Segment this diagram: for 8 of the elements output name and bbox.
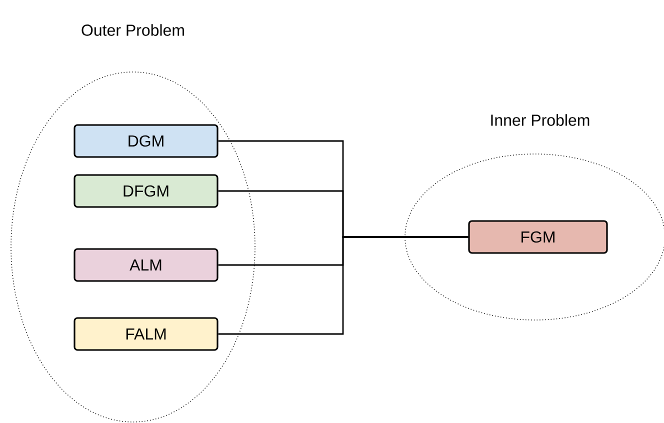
method-box: FGM (468, 220, 608, 254)
group-title: Inner Problem (491, 114, 590, 126)
method-box: FALM (74, 317, 218, 351)
method-box: DGM (74, 124, 218, 158)
method-box: DFGM (74, 174, 218, 208)
connector (218, 236, 468, 335)
group-title: Outer Problem (82, 24, 184, 36)
method-box: ALM (74, 248, 218, 282)
